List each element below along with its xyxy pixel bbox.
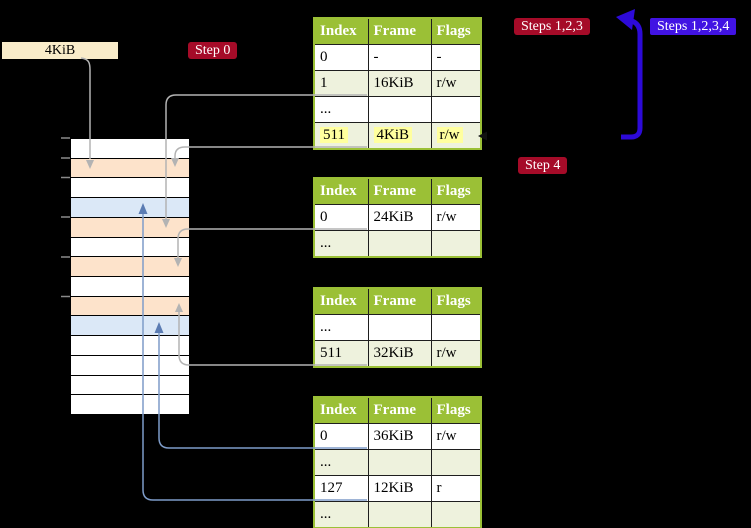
table-cell — [367, 230, 432, 258]
memory-frame-white — [71, 277, 189, 297]
table-cell: - — [430, 44, 482, 71]
table-cell: r/w — [430, 340, 482, 368]
table-cell: r/w — [430, 70, 482, 97]
table-cell — [367, 314, 432, 341]
highlighted-value: r/w — [436, 127, 463, 143]
table-cell: 511 — [313, 340, 369, 368]
column-header-index: Index — [313, 287, 369, 315]
memory-frame-white — [71, 395, 189, 415]
table-cell: ... — [313, 501, 369, 528]
column-header-index: Index — [313, 177, 369, 205]
column-header-flags: Flags — [430, 17, 482, 45]
column-header-flags: Flags — [430, 177, 482, 205]
table-cell: 127 — [313, 475, 369, 502]
table-cell — [430, 230, 482, 258]
memory-frame-white — [71, 336, 189, 356]
table-cell: 32KiB — [367, 340, 432, 368]
table-row: ... — [313, 501, 482, 528]
column-header-flags: Flags — [430, 396, 482, 424]
physical-memory-strip — [70, 138, 190, 415]
table-cell: 12KiB — [367, 475, 432, 502]
memory-frame-white — [71, 237, 189, 258]
table-cell: 16KiB — [367, 70, 432, 97]
table-cell: 36KiB — [367, 423, 432, 450]
table-row: 511 4KiB r/w — [313, 122, 482, 150]
table-cell: 511 — [313, 122, 369, 150]
memory-frame-white — [71, 178, 189, 199]
memory-frame-white — [71, 375, 189, 396]
column-header-frame: Frame — [367, 17, 432, 45]
memory-frame-blue — [71, 198, 189, 218]
memory-frame-blue — [71, 316, 189, 337]
memory-frame-peach — [71, 158, 189, 179]
table-cell: r/w — [430, 122, 482, 150]
table-cell: r/w — [430, 204, 482, 231]
table-cell — [367, 449, 432, 476]
table-cell — [367, 501, 432, 528]
page-size-label: 4KiB — [2, 42, 118, 59]
table-row: 0-- — [313, 44, 482, 71]
step0-badge: Step 0 — [188, 42, 238, 59]
memory-frame-peach — [71, 217, 189, 238]
table-cell: ... — [313, 314, 369, 341]
table-cell: 0 — [313, 423, 369, 450]
table-cell — [430, 314, 482, 341]
table-cell: - — [367, 44, 432, 71]
table-row: ... — [313, 230, 482, 258]
strip-tick-marks — [61, 137, 70, 298]
table-cell: 4KiB — [367, 122, 432, 150]
highlighted-value: 511 — [320, 127, 348, 143]
table-row: ... — [313, 314, 482, 341]
table-row: ... — [313, 96, 482, 123]
table-cell — [430, 449, 482, 476]
table-cell: 0 — [313, 204, 369, 231]
memory-frame-peach — [71, 257, 189, 278]
memory-frame-white — [71, 355, 189, 376]
table-cell: 1 — [313, 70, 369, 97]
column-header-flags: Flags — [430, 287, 482, 315]
steps1234-badge: Steps 1,2,3,4 — [650, 18, 737, 35]
table-cell: r/w — [430, 423, 482, 450]
table-cell: 24KiB — [367, 204, 432, 231]
column-header-frame: Frame — [367, 396, 432, 424]
table-cell: r — [430, 475, 482, 502]
column-header-frame: Frame — [367, 287, 432, 315]
table-cell: ... — [313, 449, 369, 476]
step4-badge: Step 4 — [518, 157, 568, 174]
loop-back-arrowhead-icon — [616, 9, 635, 30]
column-header-index: Index — [313, 396, 369, 424]
column-header-frame: Frame — [367, 177, 432, 205]
table-cell — [367, 96, 432, 123]
table-cell — [430, 96, 482, 123]
table-cell — [430, 501, 482, 528]
memory-frame-peach — [71, 296, 189, 317]
table-cell: ... — [313, 96, 369, 123]
memory-frame-white — [71, 139, 189, 159]
table-cell: 0 — [313, 44, 369, 71]
column-header-index: Index — [313, 17, 369, 45]
loop-back-arrow — [621, 18, 643, 140]
table-row: ... — [313, 449, 482, 476]
table-cell: ... — [313, 230, 369, 258]
steps123-badge: Steps 1,2,3 — [514, 18, 590, 35]
highlighted-value: 4KiB — [373, 127, 413, 143]
